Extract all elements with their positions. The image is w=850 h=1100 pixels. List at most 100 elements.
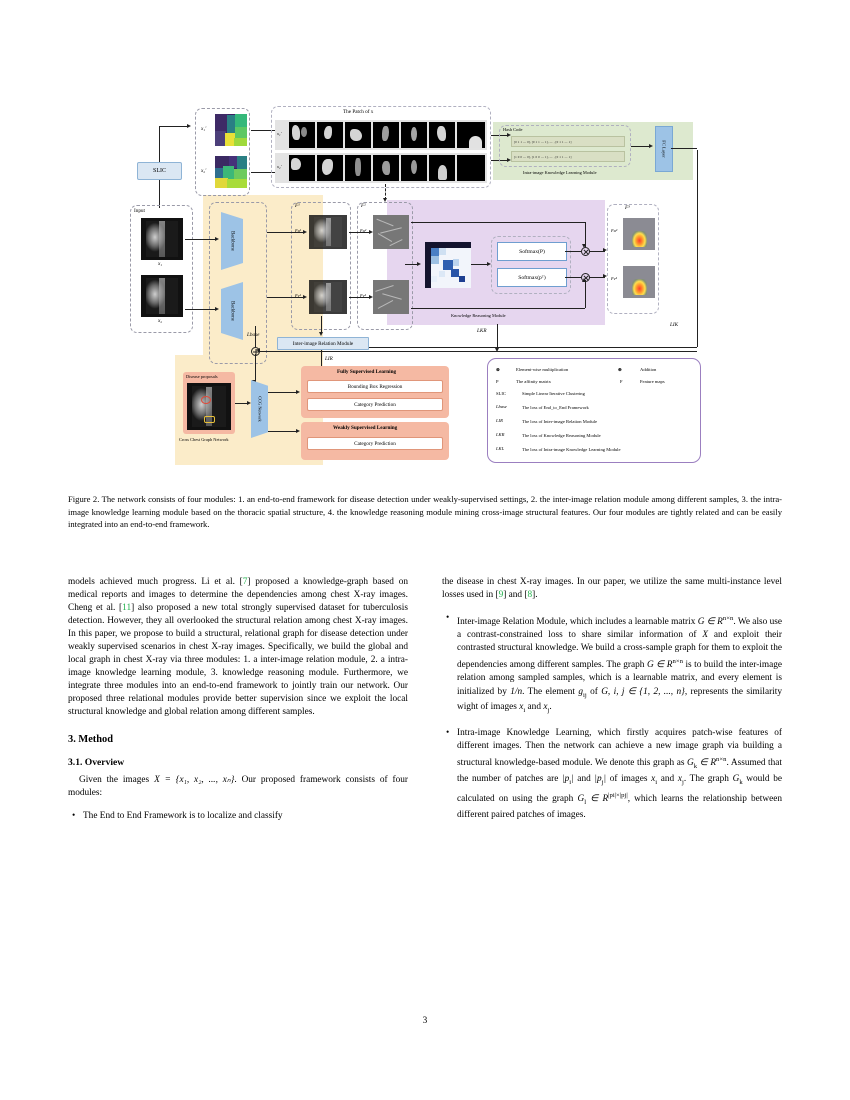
weakly-category-prediction-item[interactable]: Category Prediction [307,437,443,450]
hash-code-box [499,125,631,167]
softmax-p-box[interactable]: Softmax(P) [497,242,567,261]
input-image-x1 [141,218,183,260]
bounding-box-regression-label: Bounding Box Regression [347,383,403,390]
x1-to-backbone [185,239,217,240]
lp1-a: models achieved much progress. Li et al.… [68,577,243,587]
b3-m1sub: k [693,763,698,771]
x2-to-backbone [185,309,217,310]
oplus-down [254,354,256,382]
bullet-end-to-end: The End to End Framework is to localize … [68,810,408,823]
slic-segment-x2-label: x₂' [201,168,207,174]
bounding-box-regression-item[interactable]: Bounding Box Regression [307,380,443,393]
softmax-pt-box[interactable]: Softmax(pᵀ) [497,268,567,287]
inter-module-label: Inter-image Relation Module [292,340,354,347]
backbone-to-f1-v [267,297,305,298]
b2-m8: x [543,702,548,713]
disease-proposal-marker-2 [204,416,215,423]
softmax-group [491,236,571,294]
b3-m3sub: j [601,779,604,787]
backbone-lower[interactable]: Backbone [221,282,243,340]
cross-chest-graph-network-label: Cross Chest Graph Network [179,437,229,442]
subsection-heading-overview: 3.1. Overview [68,756,125,768]
left-paragraph-2: Given the images X = {x₁, x₂, ..., xₙ}. … [68,774,408,800]
elementwise-mult-upper [581,247,590,256]
citation-9[interactable]: 9 [498,590,504,601]
b3-m7sub: l [584,799,587,807]
f1-feature-u [309,215,347,249]
seg-x1-arrow [251,130,277,131]
inter-to-lir-line [321,350,322,372]
input-image-x1-label: x₁ [158,261,163,267]
citation-11[interactable]: 11 [122,603,132,614]
seg-x2-arrow [251,172,277,173]
f2v-skip-v [584,280,586,308]
backbone-to-f1-v-arrowhead [303,294,307,299]
patch-item [317,155,343,181]
inter-image-relation-module-box[interactable]: Inter-image Relation Module [277,337,369,350]
hash-to-fc-arrowhead [649,143,653,148]
citation-7[interactable]: 7 [242,577,248,587]
patch-item [289,122,315,148]
patch-to-hash-1-arrowhead [507,132,511,137]
ccg-to-fully-arrowhead [296,389,300,394]
lir-to-oplus-arrowhead [256,348,260,352]
b2-m3: G ∈ R [646,660,673,671]
slic-box[interactable]: SLIC [137,162,182,180]
b3-m6: G [732,774,740,785]
loss-ik-line-v [697,150,698,347]
legend-desc-4: The loss of Inter-image Relation Module [522,419,598,424]
softmax-pt-to-mult [565,276,581,278]
legend-desc-3: The loss of End_to_End Framework [522,405,589,410]
legend-symbol-6: LKL [496,446,505,451]
section-heading-method: 3. Method [68,733,114,745]
b2-h: , represents the similarity wight of ima… [457,686,782,713]
b2-m7sub: i [523,707,526,715]
input-box [130,205,193,333]
disease-proposal-marker-1 [201,396,211,404]
input-label: Input [134,208,145,214]
weakly-category-prediction-label: Category Prediction [354,440,396,447]
b2-m1sup: n×n [722,615,734,623]
b2-g: , [607,686,614,697]
fc-down-arrowhead [382,198,387,202]
page-number: 3 [422,1016,428,1026]
f1-sub-u-label: Fu¹ [295,228,302,233]
figure-caption: Figure 2. The network consists of four m… [68,494,782,530]
lir-to-oplus [258,350,697,352]
ccg-network-label: CCG Network [257,396,262,422]
f3-feature-v [623,266,655,298]
f3-feature-u [623,218,655,250]
b3-h: , which learns the relationship between … [457,794,782,821]
b3-m7sup: |pi|×|pj| [608,792,628,800]
citation-8[interactable]: 8 [527,590,533,601]
b2-i: and [525,702,544,713]
f2u-skip-h [411,222,585,223]
fc-down-to-f2 [385,184,387,200]
b2-j: . [549,702,552,713]
f3-label: F³ [625,205,630,211]
slic-top-line [159,126,189,127]
legend-symbol-5: LKR [496,432,505,437]
b3-m1: G [687,758,694,769]
b2-m8sub: j [547,707,550,715]
bullet-end-to-end-text: The End to End Framework is to localize … [83,810,283,821]
ccg-network-box[interactable]: CCG Network [251,380,268,438]
fully-category-prediction-label: Category Prediction [354,401,396,408]
b3-a: Intra-image Knowledge Learning, which fi… [457,728,782,769]
legend-desc-6: The loss of Intra-image Knowledge Learni… [522,447,621,452]
patch-item [429,155,455,181]
b3-m3b: | [603,774,607,785]
b3-e: and [657,774,678,785]
legend-symbol-4: LIR [496,418,503,423]
backbone-upper[interactable]: Backbone [221,212,243,270]
fully-category-prediction-item[interactable]: Category Prediction [307,398,443,411]
patch-item [373,155,399,181]
disease-proposals-label: Disease proposals [186,374,218,379]
knowledge-reasoning-module-label: Knowledge Reasoning Module [451,313,506,318]
mult-to-f3-v [589,276,605,278]
legend-symbol-3: Lbase [496,404,507,409]
softmax-pt-label: Softmax(pᵀ) [518,274,546,281]
fc-layer-box[interactable]: FC Layer [655,126,673,172]
rp-b: ] and [ [503,590,528,601]
affinity-matrix [425,242,471,288]
